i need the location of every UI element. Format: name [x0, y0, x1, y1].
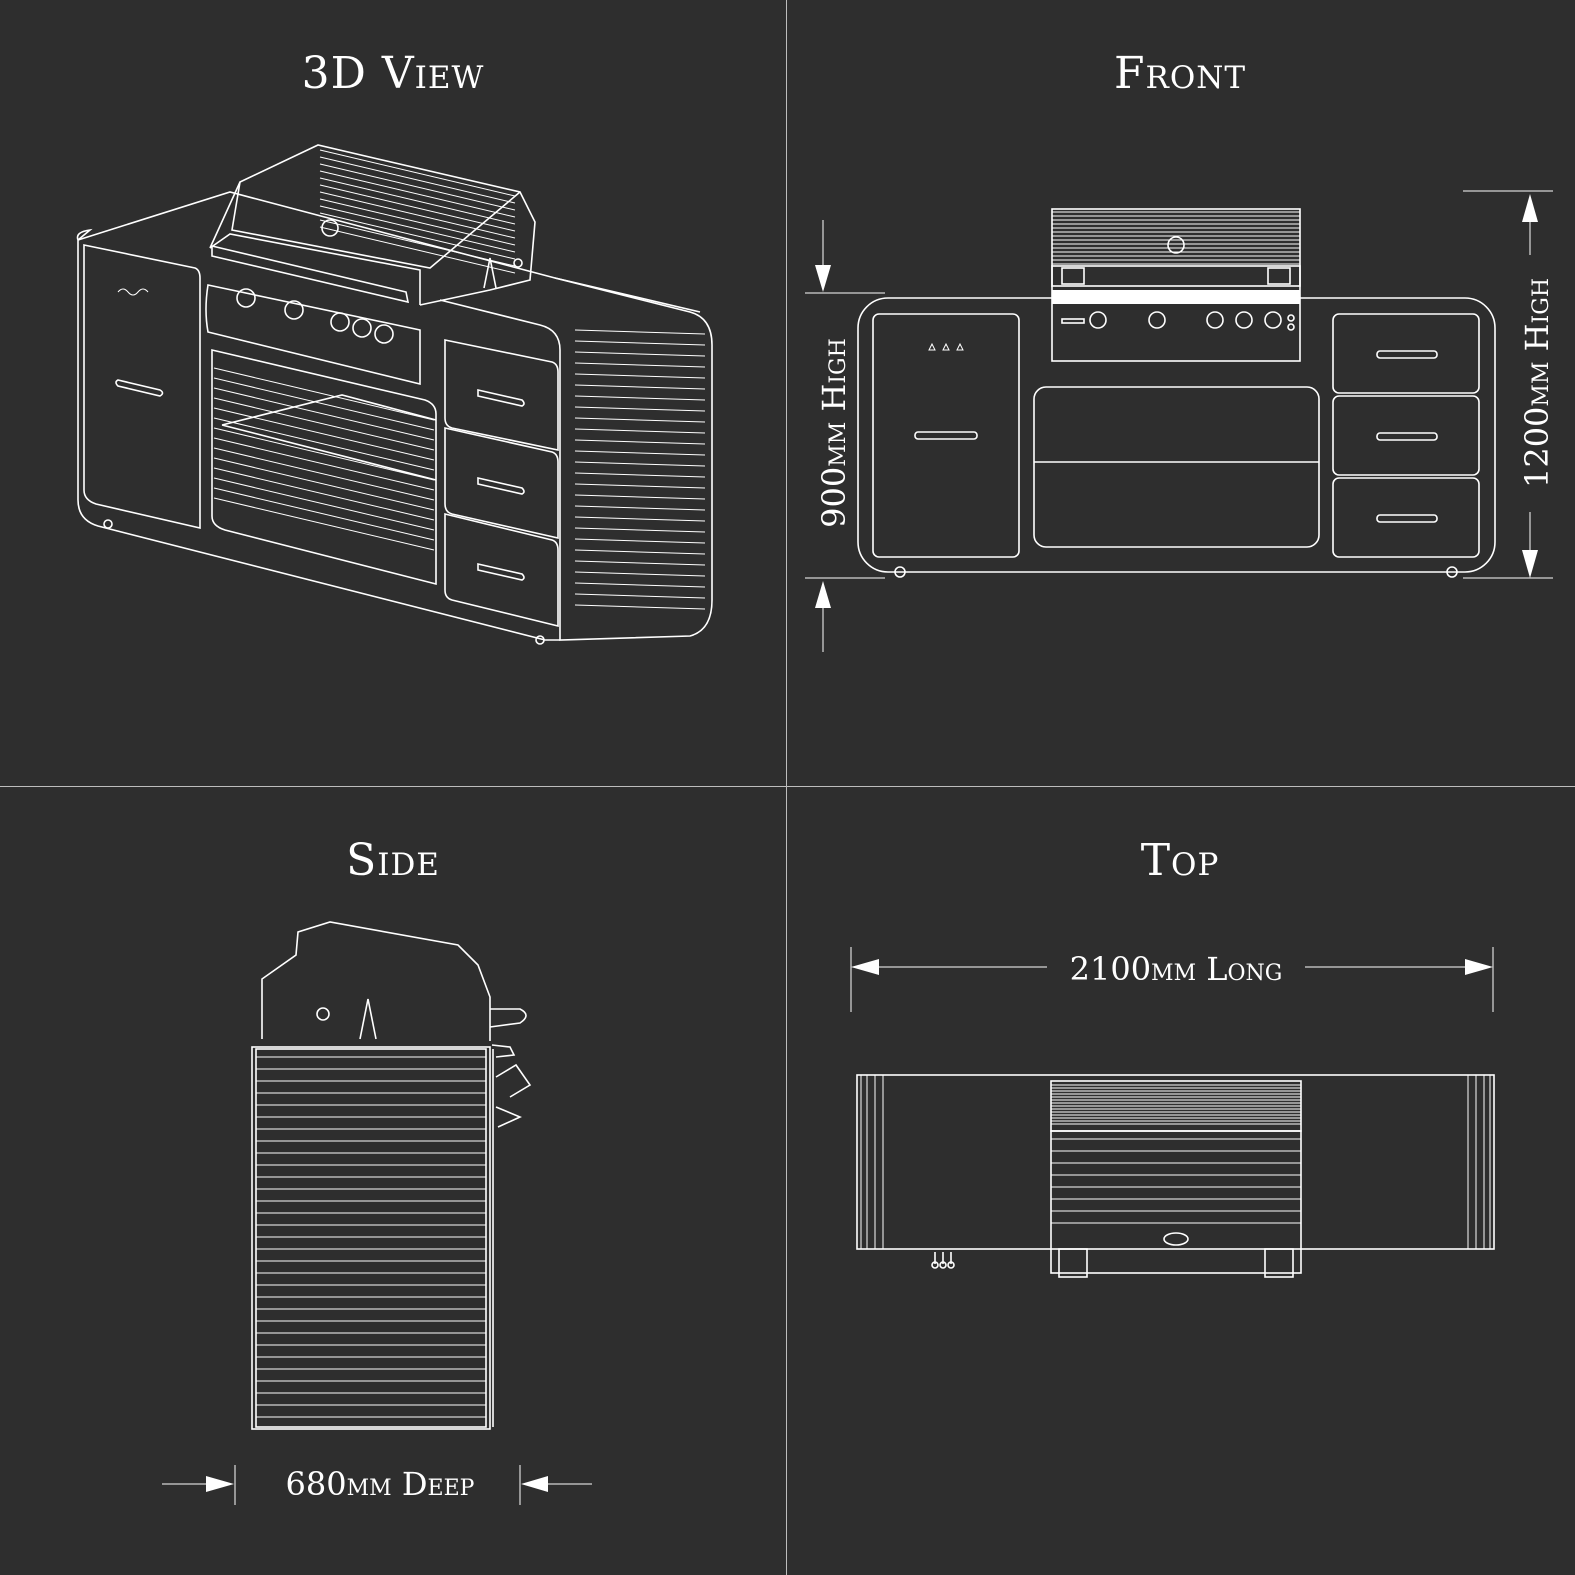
- iso-cavity-line: [213, 497, 435, 551]
- view-title-top: Top: [1140, 835, 1220, 886]
- iso-cavity-line: [213, 397, 435, 451]
- view-title-3d: 3D View: [301, 48, 485, 99]
- iso-cavity-line: [213, 407, 435, 461]
- iso-cavity-line: [213, 467, 435, 521]
- iso-slat-line: [574, 428, 706, 434]
- iso-slat-line: [574, 494, 706, 500]
- iso-hood-line: [319, 149, 516, 197]
- iso-cavity-line: [213, 417, 435, 471]
- iso-cavity-line: [213, 367, 435, 421]
- iso-cavity-line: [213, 377, 435, 431]
- iso-hood-line: [319, 156, 516, 204]
- iso-slat-line: [574, 527, 706, 533]
- iso-slat-line: [574, 571, 706, 577]
- top-drawing: [850, 947, 1495, 1278]
- iso-slat-line: [574, 483, 706, 489]
- iso-slat-line: [574, 461, 706, 467]
- iso-slat-line: [574, 329, 706, 335]
- iso-hood-line: [319, 205, 516, 253]
- iso-hood-line: [319, 163, 516, 211]
- iso-hood-line: [319, 226, 516, 274]
- iso-slat-line: [574, 351, 706, 357]
- iso-hood-line: [319, 219, 516, 267]
- view-title-front: Front: [1113, 48, 1247, 99]
- view-title-side: Side: [346, 835, 440, 886]
- iso-cavity-line: [213, 437, 435, 491]
- iso-slat-line: [574, 516, 706, 522]
- panel-3d-view: 3D View: [0, 0, 786, 786]
- iso-slat-line: [574, 340, 706, 346]
- iso-slat-line: [574, 362, 706, 368]
- iso-slat-line: [574, 538, 706, 544]
- iso-slat-line: [574, 406, 706, 412]
- iso-hood-line: [319, 198, 516, 246]
- iso-slat-line: [574, 395, 706, 401]
- iso-slat-line: [574, 582, 706, 588]
- iso-cavity-line: [213, 447, 435, 501]
- dimension-height-overall: 1200mm High: [1518, 277, 1556, 489]
- dimension-depth: 680mm Deep: [285, 1465, 475, 1503]
- iso-hood-line: [319, 177, 516, 225]
- dimension-length: 2100mm Long: [1069, 950, 1283, 988]
- iso-slat-line: [574, 549, 706, 555]
- horizontal-divider: [0, 786, 1575, 787]
- iso-hood-line: [319, 212, 516, 260]
- dimension-height-counter: 900mm High: [815, 338, 853, 528]
- iso-slat-line: [574, 417, 706, 423]
- iso-slat-line: [574, 472, 706, 478]
- panel-front: Front: [787, 0, 1573, 786]
- iso-slat-line: [574, 505, 706, 511]
- iso-hood-line: [319, 170, 516, 218]
- iso-slat-line: [574, 604, 706, 610]
- iso-cavity-line: [213, 427, 435, 481]
- iso-slat-line: [574, 560, 706, 566]
- vertical-divider: [786, 0, 787, 1575]
- iso-cavity-line: [213, 487, 435, 541]
- iso-slat-line: [574, 450, 706, 456]
- isometric-drawing: [76, 144, 713, 645]
- iso-slat-line: [574, 373, 706, 379]
- iso-slat-line: [574, 439, 706, 445]
- iso-hood-line: [319, 184, 516, 232]
- iso-hood-line: [319, 191, 516, 239]
- iso-cavity-line: [213, 387, 435, 441]
- panel-side: Side 680mm Deep: [0, 787, 786, 1573]
- front-drawing: [805, 190, 1553, 652]
- side-drawing: [162, 921, 592, 1505]
- panel-top: Top 2100mm Long: [787, 787, 1573, 1573]
- iso-slat-line: [574, 384, 706, 390]
- iso-cavity-line: [213, 477, 435, 531]
- iso-slat-line: [574, 593, 706, 599]
- iso-cavity-line: [213, 457, 435, 511]
